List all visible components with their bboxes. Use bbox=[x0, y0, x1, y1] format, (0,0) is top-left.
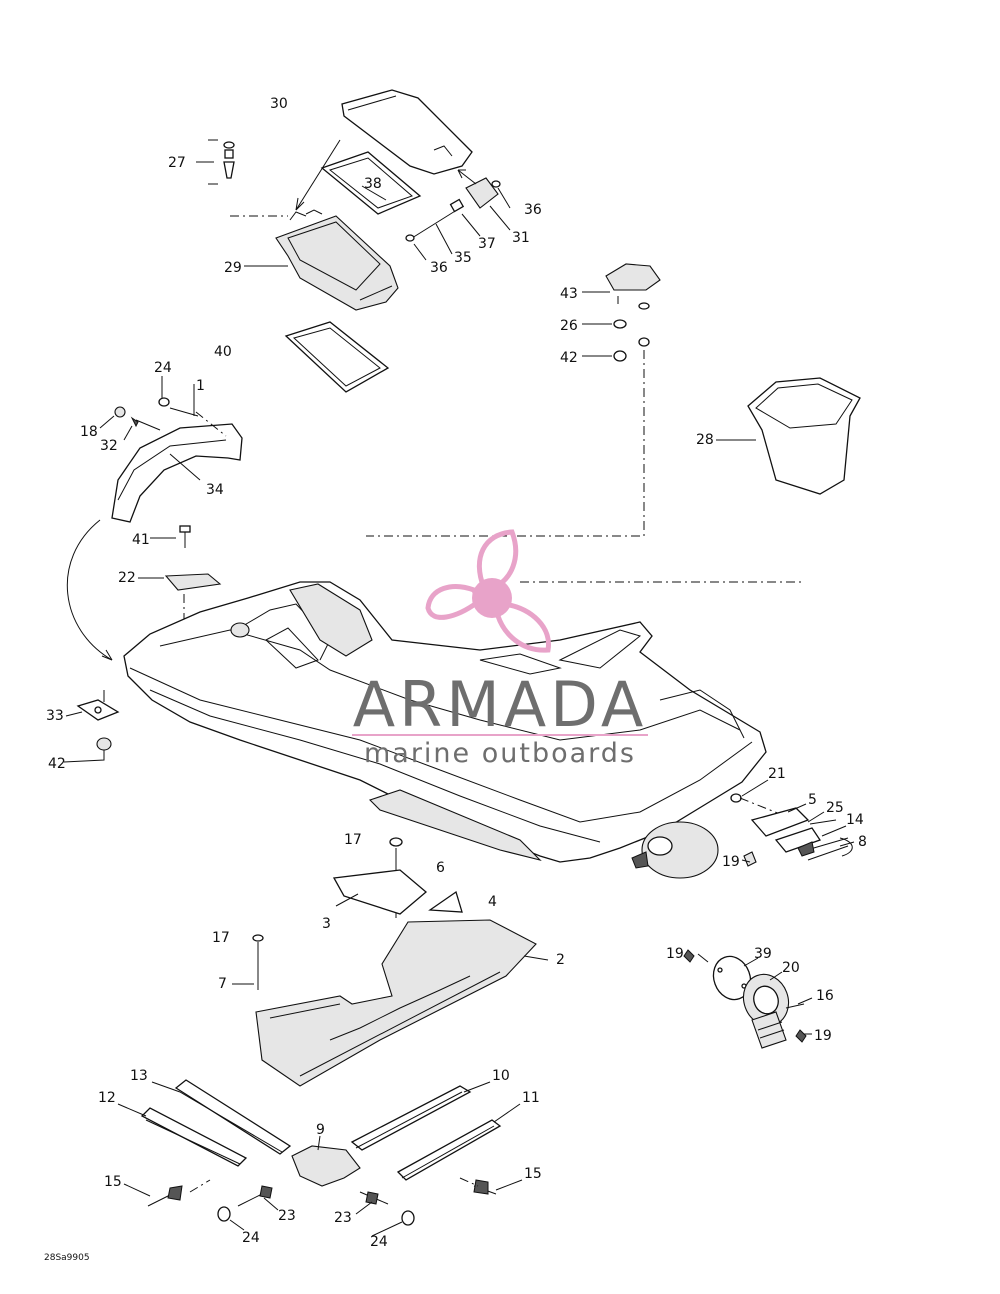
watermark-tagline: marine outboards bbox=[364, 738, 636, 769]
part-label-39: 39 bbox=[754, 946, 772, 962]
part-label-16: 16 bbox=[816, 988, 834, 1004]
mount-plate bbox=[605, 263, 661, 291]
part-label-40: 40 bbox=[214, 344, 232, 360]
part-label-3: 3 bbox=[322, 916, 331, 932]
part-label-18: 18 bbox=[80, 424, 98, 440]
part-label-1: 1 bbox=[196, 378, 205, 394]
grab-handle bbox=[111, 423, 243, 523]
part-label-42-upper: 42 bbox=[560, 350, 578, 366]
rail-right-lower bbox=[396, 1119, 502, 1181]
rail-left-lower bbox=[140, 1107, 248, 1167]
part-label-35: 35 bbox=[454, 250, 472, 266]
part-label-13: 13 bbox=[130, 1068, 148, 1084]
part-label-4: 4 bbox=[488, 894, 497, 910]
leader-lines bbox=[63, 185, 855, 1237]
part-label-5: 5 bbox=[808, 792, 817, 808]
part-label-32: 32 bbox=[100, 438, 118, 454]
watercraft-hull bbox=[123, 581, 767, 863]
reference-code: 28Sa9905 bbox=[44, 1253, 90, 1263]
part-label-27: 27 bbox=[168, 155, 186, 171]
part-label-11: 11 bbox=[522, 1090, 540, 1106]
part-label-21: 21 bbox=[768, 766, 786, 782]
part-label-17-upper: 17 bbox=[344, 832, 362, 848]
part-label-24-left: 24 bbox=[242, 1230, 260, 1246]
propeller-logo-icon bbox=[425, 529, 551, 653]
part-label-19-drain-bottom: 19 bbox=[814, 1028, 832, 1044]
part-label-33: 33 bbox=[46, 708, 64, 724]
storage-bin bbox=[275, 215, 399, 311]
part-label-30: 30 bbox=[270, 96, 288, 112]
part-label-43: 43 bbox=[560, 286, 578, 302]
part-label-20: 20 bbox=[782, 960, 800, 976]
part-label-17-lower: 17 bbox=[212, 930, 230, 946]
part-label-10: 10 bbox=[492, 1068, 510, 1084]
part-label-22: 22 bbox=[118, 570, 136, 586]
part-label-42-lower: 42 bbox=[48, 756, 66, 772]
small-plate bbox=[332, 869, 428, 915]
part-label-29: 29 bbox=[224, 260, 242, 276]
storage-lid bbox=[341, 89, 473, 175]
part-label-15-left: 15 bbox=[104, 1174, 122, 1190]
lid-seal bbox=[320, 151, 422, 215]
part-label-6: 6 bbox=[436, 860, 445, 876]
part-label-9: 9 bbox=[316, 1122, 325, 1138]
part-number-labels: 1 2 3 4 5 6 7 8 9 10 11 12 13 14 15 15 1… bbox=[44, 96, 867, 1263]
part-label-14: 14 bbox=[846, 812, 864, 828]
bracket bbox=[164, 573, 222, 591]
part-label-38: 38 bbox=[364, 176, 382, 192]
watermark-brand: ARMADA bbox=[353, 668, 647, 741]
part-label-15-right: 15 bbox=[524, 1166, 542, 1182]
part-label-36-lower: 36 bbox=[430, 260, 448, 276]
storage-cup bbox=[747, 377, 861, 495]
part-label-19-drain-top: 19 bbox=[666, 946, 684, 962]
bin-seal bbox=[284, 321, 390, 393]
part-label-7: 7 bbox=[218, 976, 227, 992]
part-label-25: 25 bbox=[826, 800, 844, 816]
part-label-24-top: 24 bbox=[154, 360, 172, 376]
part-label-8: 8 bbox=[858, 834, 867, 850]
part-label-37: 37 bbox=[478, 236, 496, 252]
ride-plate bbox=[255, 919, 537, 1087]
part-label-36-upper: 36 bbox=[524, 202, 542, 218]
part-label-23-left: 23 bbox=[278, 1208, 296, 1224]
rail-left-upper bbox=[174, 1079, 292, 1155]
part-label-31: 31 bbox=[512, 230, 530, 246]
part-label-2: 2 bbox=[556, 952, 565, 968]
part-label-34: 34 bbox=[206, 482, 224, 498]
armada-watermark: ARMADA marine outboards bbox=[352, 529, 648, 769]
part-label-26: 26 bbox=[560, 318, 578, 334]
part-label-19-rear: 19 bbox=[722, 854, 740, 870]
rear-plate bbox=[750, 807, 810, 837]
part-label-28: 28 bbox=[696, 432, 714, 448]
part-label-24-right: 24 bbox=[370, 1234, 388, 1250]
part-label-23-right: 23 bbox=[334, 1210, 352, 1226]
part-label-41: 41 bbox=[132, 532, 150, 548]
part-label-12: 12 bbox=[98, 1090, 116, 1106]
latch bbox=[465, 177, 499, 209]
rail-connector bbox=[291, 1145, 361, 1187]
